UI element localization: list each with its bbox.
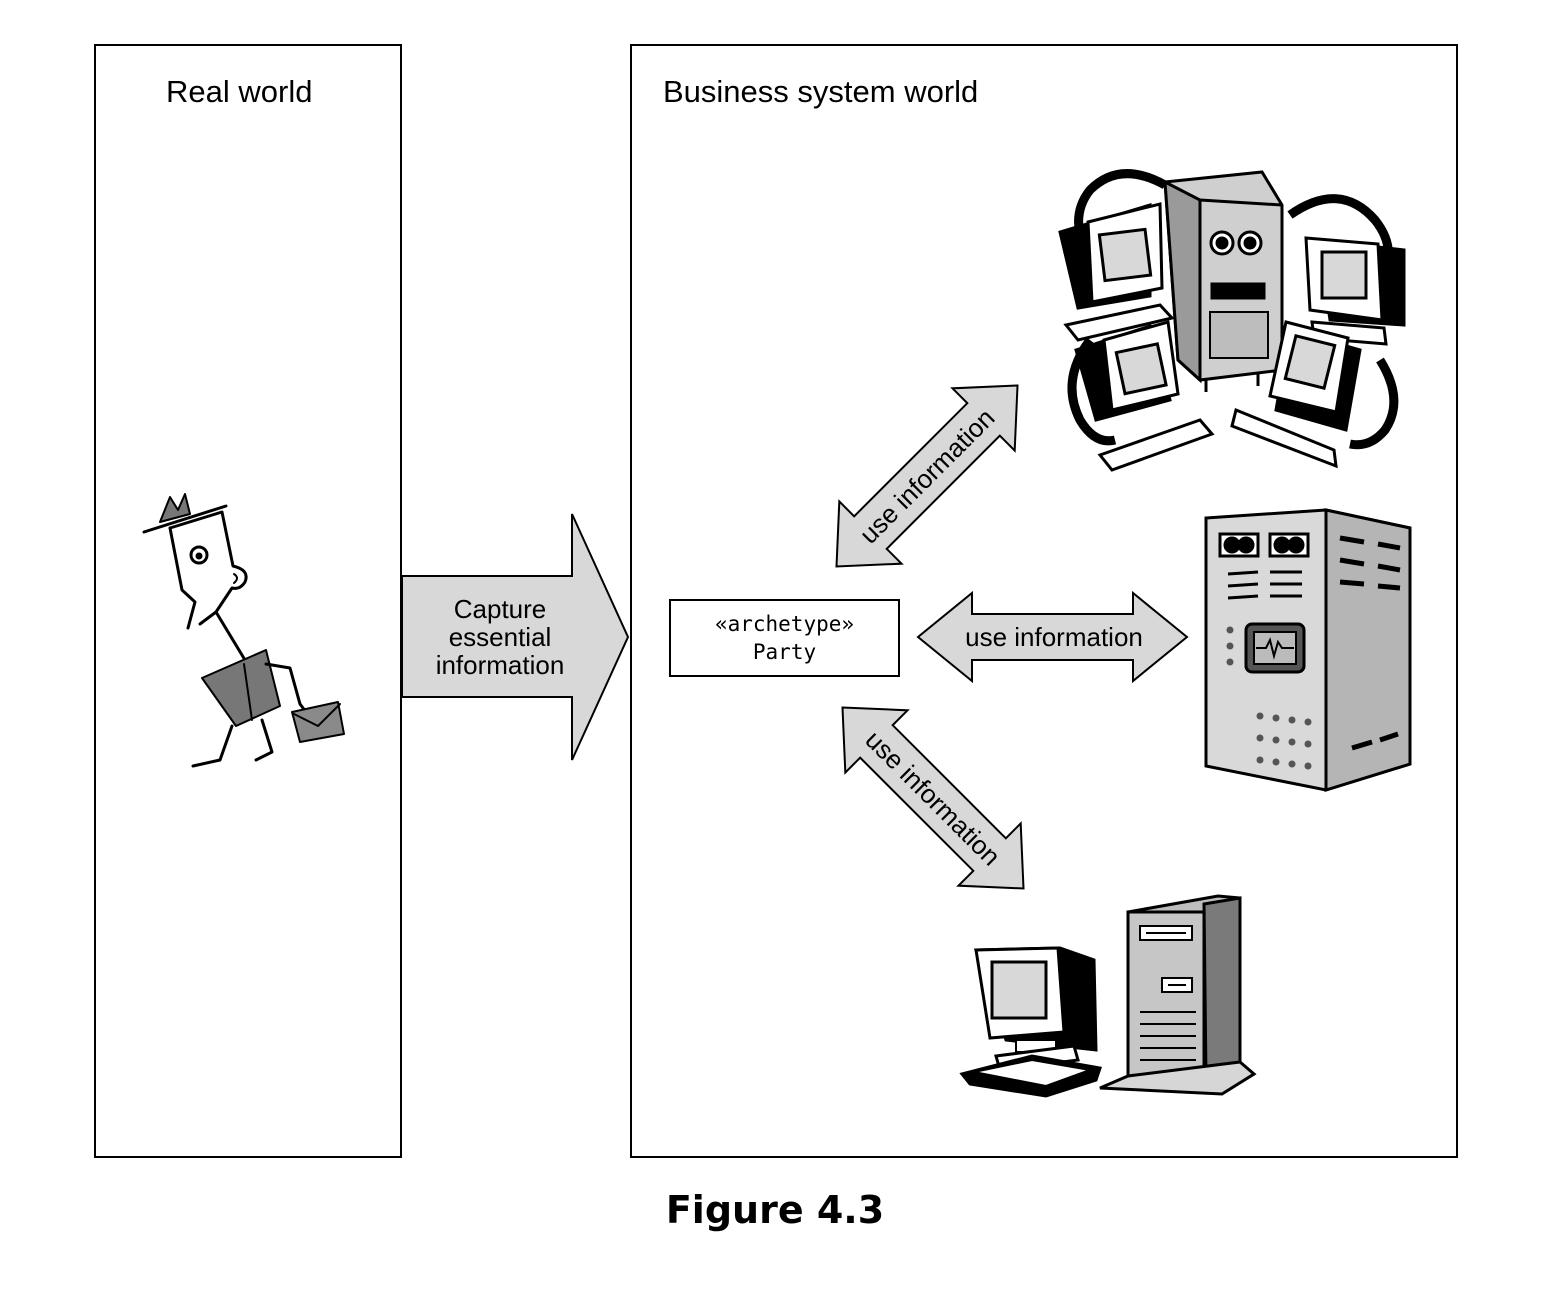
real-world-title: Real world bbox=[166, 74, 313, 109]
real-world-panel bbox=[94, 44, 402, 1158]
use-information-label-middle: use information bbox=[965, 622, 1143, 652]
use-information-label-upper: use information bbox=[854, 403, 1001, 550]
capture-arrow: Capture essential information bbox=[401, 513, 630, 761]
use-information-arrow-lower: use information bbox=[841, 706, 1025, 890]
mainframe-server-icon bbox=[1204, 508, 1412, 793]
figure-caption: Figure 4.3 bbox=[665, 1188, 885, 1232]
walking-businessman-icon bbox=[142, 493, 345, 768]
archetype-name: Party bbox=[752, 640, 817, 664]
archetype-stereotype: «archetype» bbox=[714, 612, 855, 636]
computer-network-icon bbox=[1058, 169, 1406, 472]
use-information-arrow-middle: use information bbox=[916, 590, 1189, 684]
capture-arrow-label-line1: Capture bbox=[454, 594, 547, 624]
capture-arrow-label-line3: information bbox=[436, 650, 565, 680]
capture-arrow-label-line2: essential bbox=[449, 622, 552, 652]
use-information-label-lower: use information bbox=[860, 725, 1007, 872]
business-system-world-title: Business system world bbox=[663, 74, 979, 109]
use-information-arrow-upper: use information bbox=[835, 384, 1019, 568]
party-archetype-box: «archetype» Party bbox=[669, 599, 900, 677]
desktop-computer-icon bbox=[959, 894, 1257, 1098]
